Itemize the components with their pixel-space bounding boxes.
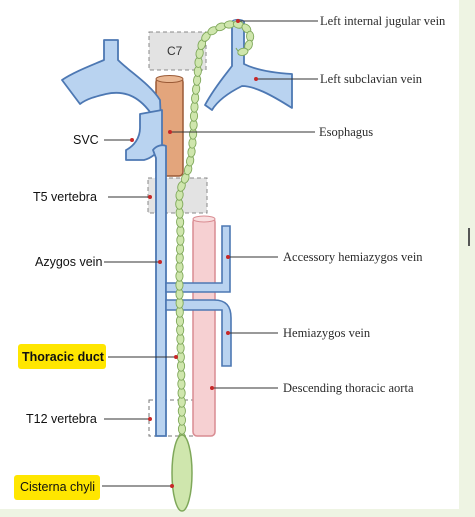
dot-cisterna <box>170 484 174 488</box>
label-svc: SVC <box>73 133 99 147</box>
left-subclavian-vein <box>204 21 293 111</box>
dot-accessory-hemiazygos <box>226 255 230 259</box>
dot-left-ijv <box>236 19 240 23</box>
label-hemiazygos: Hemiazygos vein <box>283 326 371 340</box>
dot-thoracic-duct <box>174 355 178 359</box>
dot-azygos <box>158 260 162 264</box>
esophagus-top <box>155 75 184 83</box>
thoracic-duct <box>175 20 255 444</box>
dot-t12 <box>148 417 152 421</box>
bottom-margin-strip <box>0 509 459 517</box>
label-esophagus: Esophagus <box>319 125 373 139</box>
label-cisterna: Cisterna chyli <box>20 480 95 494</box>
azygos-vein <box>151 144 167 437</box>
thoracic-duct-highlight <box>18 344 106 369</box>
label-left-ijv: Left internal jugular vein <box>320 14 446 28</box>
right-brachiocephalic-vein <box>61 39 163 151</box>
thoracic-duct-bead <box>237 47 249 57</box>
label-left-subclavian: Left subclavian vein <box>320 72 423 86</box>
dot-hemiazygos <box>226 331 230 335</box>
label-t5: T5 vertebra <box>33 190 97 204</box>
label-thoracic-duct: Thoracic duct <box>22 350 105 364</box>
right-margin-strip <box>459 0 475 517</box>
hemiazygos-vein <box>165 299 232 367</box>
cisterna-chyli-highlight <box>14 475 100 500</box>
cisterna-chyli <box>171 434 193 512</box>
dot-t5 <box>148 195 152 199</box>
dot-left-subclavian <box>254 77 258 81</box>
label-aorta: Descending thoracic aorta <box>283 381 414 395</box>
descending-thoracic-aorta <box>192 217 216 437</box>
dot-svc <box>130 138 134 142</box>
accessory-hemiazygos-vein <box>165 225 231 293</box>
label-accessory-hemiazygos: Accessory hemiazygos vein <box>283 250 423 264</box>
label-t12: T12 vertebra <box>26 412 97 426</box>
scrollbar-handle[interactable] <box>468 228 470 246</box>
label-azygos: Azygos vein <box>35 255 102 269</box>
dot-aorta <box>210 386 214 390</box>
dot-esophagus <box>168 130 172 134</box>
aorta-top <box>192 215 216 223</box>
c7-label: C7 <box>167 44 183 58</box>
